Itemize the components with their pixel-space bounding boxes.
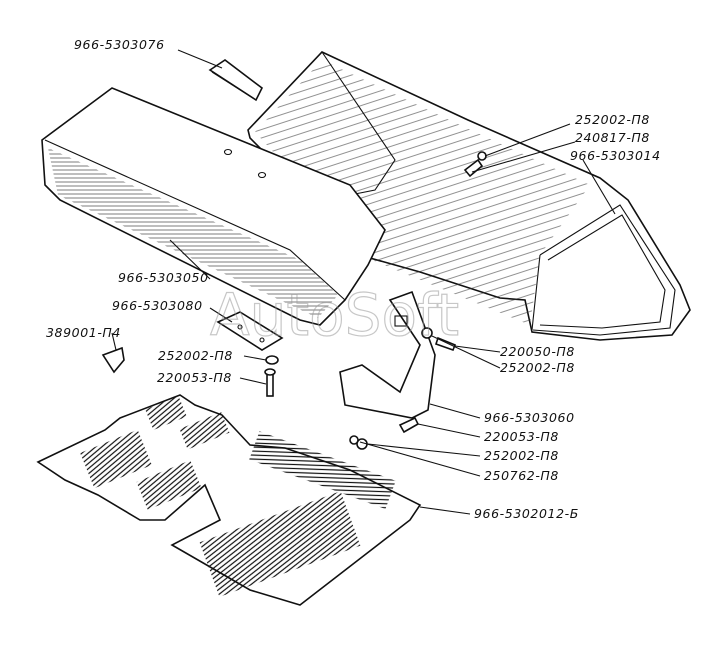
label-220053-p8-b: 220053-П8: [484, 429, 559, 444]
cushion-lid: [41, 87, 386, 326]
floor-mat: [36, 394, 422, 606]
label-252002-p8-b: 252002-П8: [158, 348, 233, 363]
label-966-5303060: 966-5303060: [484, 410, 575, 425]
label-252002-p8-a: 252002-П8: [575, 112, 650, 127]
label-252002-p8-d: 252002-П8: [484, 448, 559, 463]
label-966-5303076: 966-5303076: [74, 37, 165, 52]
housing-casing: [247, 51, 691, 341]
bracket: [216, 311, 284, 351]
label-220050-p8: 220050-П8: [500, 344, 575, 359]
leader-lines: [111, 49, 616, 515]
washer: [265, 355, 279, 365]
label-389001-p4: 389001-П4: [46, 325, 121, 340]
bolt: [264, 368, 276, 397]
small-pad: [208, 59, 264, 102]
label-220053-p8-a: 220053-П8: [157, 370, 232, 385]
label-966-5302012-b: 966-5302012-Б: [474, 506, 579, 521]
label-966-5303014: 966-5303014: [570, 148, 661, 163]
part-labels: 966-5303076 252002-П8 240817-П8 966-5303…: [46, 37, 661, 521]
label-966-5303080: 966-5303080: [112, 298, 203, 313]
clip: [101, 346, 125, 374]
label-240817-p8: 240817-П8: [575, 130, 650, 145]
label-252002-p8-c: 252002-П8: [500, 360, 575, 375]
label-250762-p8: 250762-П8: [484, 468, 559, 483]
watermark: AutoSoft: [210, 281, 459, 349]
label-966-5303050: 966-5303050: [118, 270, 209, 285]
